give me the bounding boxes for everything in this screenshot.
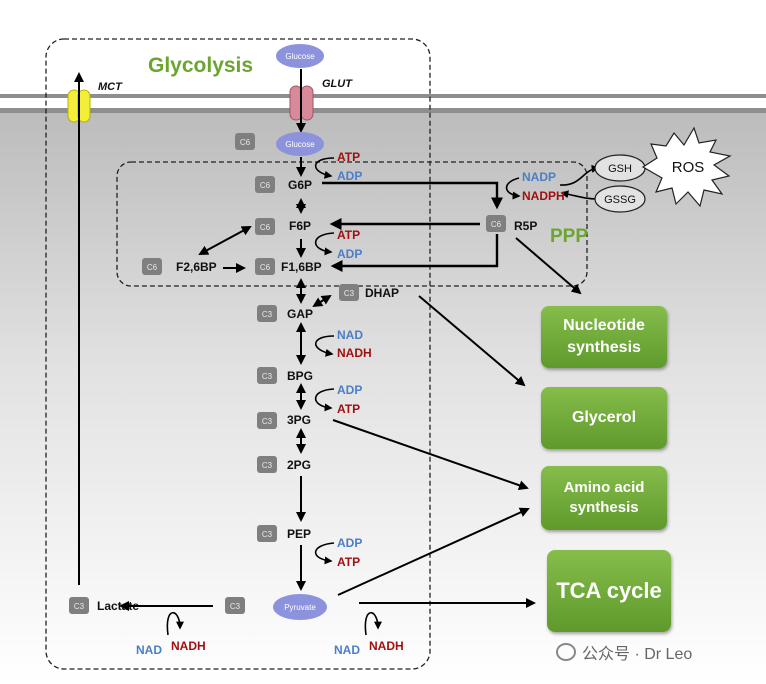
nadh-lactate-label: NADH [171,639,206,653]
f16bp-label: F1,6BP [281,260,322,274]
svg-text:C3: C3 [262,530,273,539]
ros-burst [641,126,732,208]
chip-dhap: C3 [339,284,359,301]
glucose-outside-node [276,44,324,68]
chip-bpg: C3 [257,367,277,384]
chip-g6p: C6 [255,176,275,193]
output-arrows [332,237,582,608]
glucose-inside-node [276,132,324,156]
adp-label-1: ADP [337,169,362,183]
chip-r5p: C6 [486,215,506,232]
tca-cycle-box: TCA cycle [547,550,671,632]
svg-text:C3: C3 [262,310,273,319]
ppp-arrows [322,181,503,272]
atp-label-3: ATP [337,402,360,416]
chip-f26bp: C6 [142,258,162,275]
svg-text:C6: C6 [491,220,502,229]
f6p-label: F6P [289,219,311,233]
watermark-text: 公众号 · Dr Leo [582,646,693,663]
f26bp-label: F2,6BP [176,260,217,274]
tca-cycle-label: TCA cycle [556,578,662,604]
glucose-outside-label: Glucose [285,52,315,61]
chip-2pg: C3 [257,456,277,473]
nadh-label: NADH [337,346,372,360]
g6p-label: G6P [288,178,312,192]
glycolysis-title: Glycolysis [148,54,253,77]
chip-f6p: C6 [255,218,275,235]
nad-pyruvate-label: NAD [334,643,360,657]
adp-label-4: ADP [337,536,362,550]
svg-text:C3: C3 [262,461,273,470]
amino-acid-synthesis-label: Amino acid synthesis [563,478,645,516]
svg-text:C3: C3 [262,372,273,381]
pep-label: PEP [287,527,311,541]
svg-text:C3: C3 [344,289,355,298]
svg-text:C6: C6 [260,263,271,272]
svg-text:C6: C6 [260,181,271,190]
nad-lactate-label: NAD [136,643,162,657]
chip-glucose: C6 [235,133,255,150]
gssg-label: GSSG [604,194,636,206]
atp-label-4: ATP [337,555,360,569]
ros-label: ROS [672,159,705,176]
mct-label: MCT [98,81,123,93]
adp-label-2: ADP [337,247,362,261]
atp-label-2: ATP [337,228,360,242]
nad-label: NAD [337,328,363,342]
glycerol-box: Glycerol [541,387,667,449]
cofactor-arrows [166,157,600,636]
membrane-outer [0,94,766,98]
watermark: 公众号 · Dr Leo [556,640,692,664]
svg-text:C3: C3 [262,417,273,426]
glycolysis-region [45,38,431,670]
membrane-inner [0,108,766,113]
glucose-inside-label: Glucose [285,140,315,149]
pyruvate-label: Pyruvate [284,603,316,612]
chip-3pg: C3 [257,412,277,429]
glut-label: GLUT [322,78,353,90]
nucleotide-synthesis-box: Nucleotide synthesis [541,306,667,368]
gsh-label: GSH [608,163,632,175]
glut-transporter-right [300,85,314,121]
glycolysis-arrows [119,157,332,611]
svg-text:C6: C6 [240,138,251,147]
svg-text:C6: C6 [147,263,158,272]
svg-text:C6: C6 [260,223,271,232]
r5p-label: R5P [514,219,537,233]
nadph-label: NADPH [522,189,565,203]
nadp-label: NADP [522,170,556,184]
nucleotide-synthesis-label: Nucleotide synthesis [563,317,645,356]
dhap-label: DHAP [365,286,399,300]
adp-label-3: ADP [337,383,362,397]
chip-f16bp: C6 [255,258,275,275]
svg-text:C3: C3 [74,602,85,611]
chip-gap: C3 [257,305,277,322]
pyruvate-node [273,594,327,620]
glycerol-label: Glycerol [571,409,637,427]
amino-acid-synthesis-box: Amino acid synthesis [541,466,667,530]
atp-label-1: ATP [337,150,360,164]
bpg-label: BPG [287,369,313,383]
gssg-node [594,185,646,213]
wechat-icon [556,643,576,661]
svg-text:C3: C3 [230,602,241,611]
chip-lactate: C3 [69,597,89,614]
ppp-title: PPP [550,226,588,247]
nadh-pyruvate-label: NADH [369,639,404,653]
chip-pyruvate: C3 [225,597,245,614]
3pg-label: 3PG [287,413,311,427]
chip-pep: C3 [257,525,277,542]
2pg-label: 2PG [287,458,311,472]
gap-label: GAP [287,307,313,321]
